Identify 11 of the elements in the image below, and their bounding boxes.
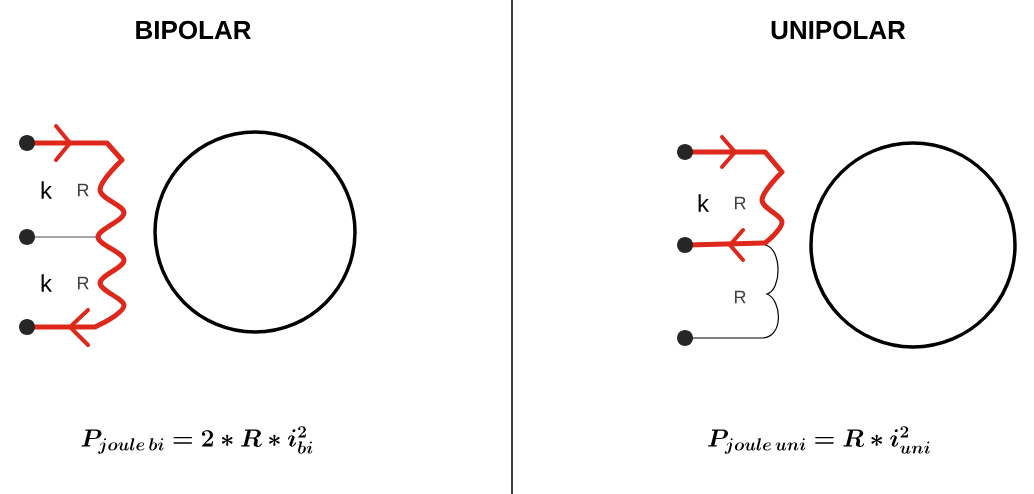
resistance-label: R <box>78 183 89 197</box>
coupling-label: k <box>41 274 53 292</box>
power-formula: $\bm{P_{joule\,uni} = R * i_{uni}^{2}}$ <box>708 426 930 454</box>
coupling-label: k <box>41 181 53 199</box>
resistance-label: R <box>78 276 89 290</box>
resistance-label: R <box>735 196 746 210</box>
resistance-label: R <box>735 290 746 304</box>
coupling-label: k <box>698 194 710 212</box>
heading: UNIPOLAR <box>771 20 906 40</box>
heading: BIPOLAR <box>136 20 251 40</box>
power-formula: $\bm{P_{joule\,bi} = 2 * R * i_{bi}^{2}}$ <box>81 426 313 454</box>
